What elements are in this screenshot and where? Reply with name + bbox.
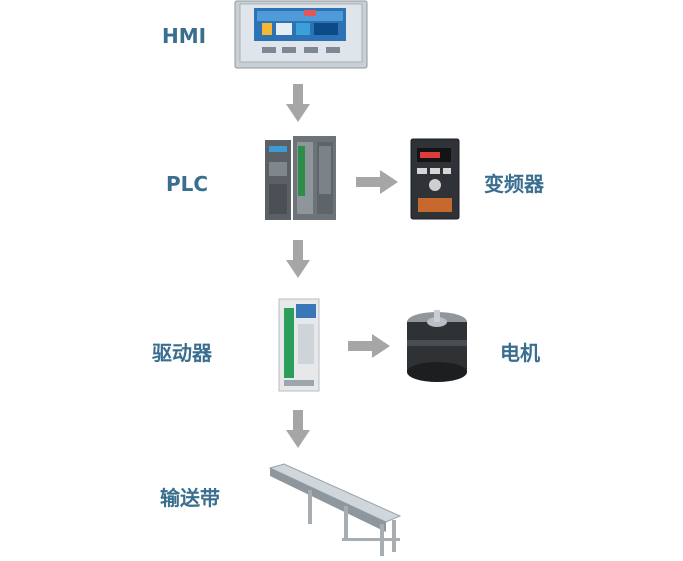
plc-label: PLC bbox=[166, 172, 209, 196]
arrow-driver-to-motor bbox=[348, 334, 390, 358]
inverter-label: 变频器 bbox=[484, 172, 544, 196]
driver-label: 驱动器 bbox=[152, 341, 212, 365]
conveyor-image bbox=[268, 463, 402, 556]
conveyor-label: 输送带 bbox=[160, 486, 220, 510]
arrow-plc-to-inverter bbox=[356, 170, 398, 194]
inverter-image bbox=[410, 138, 460, 220]
motor-image bbox=[407, 310, 467, 382]
arrow-plc-to-driver bbox=[286, 240, 310, 278]
motor-label: 电机 bbox=[500, 341, 540, 365]
driver-image bbox=[278, 298, 320, 392]
hmi-image bbox=[234, 0, 368, 69]
arrow-hmi-to-plc bbox=[286, 84, 310, 122]
hmi-label: HMI bbox=[162, 24, 207, 48]
plc-image bbox=[265, 136, 336, 220]
arrow-driver-to-conveyor bbox=[286, 410, 310, 448]
